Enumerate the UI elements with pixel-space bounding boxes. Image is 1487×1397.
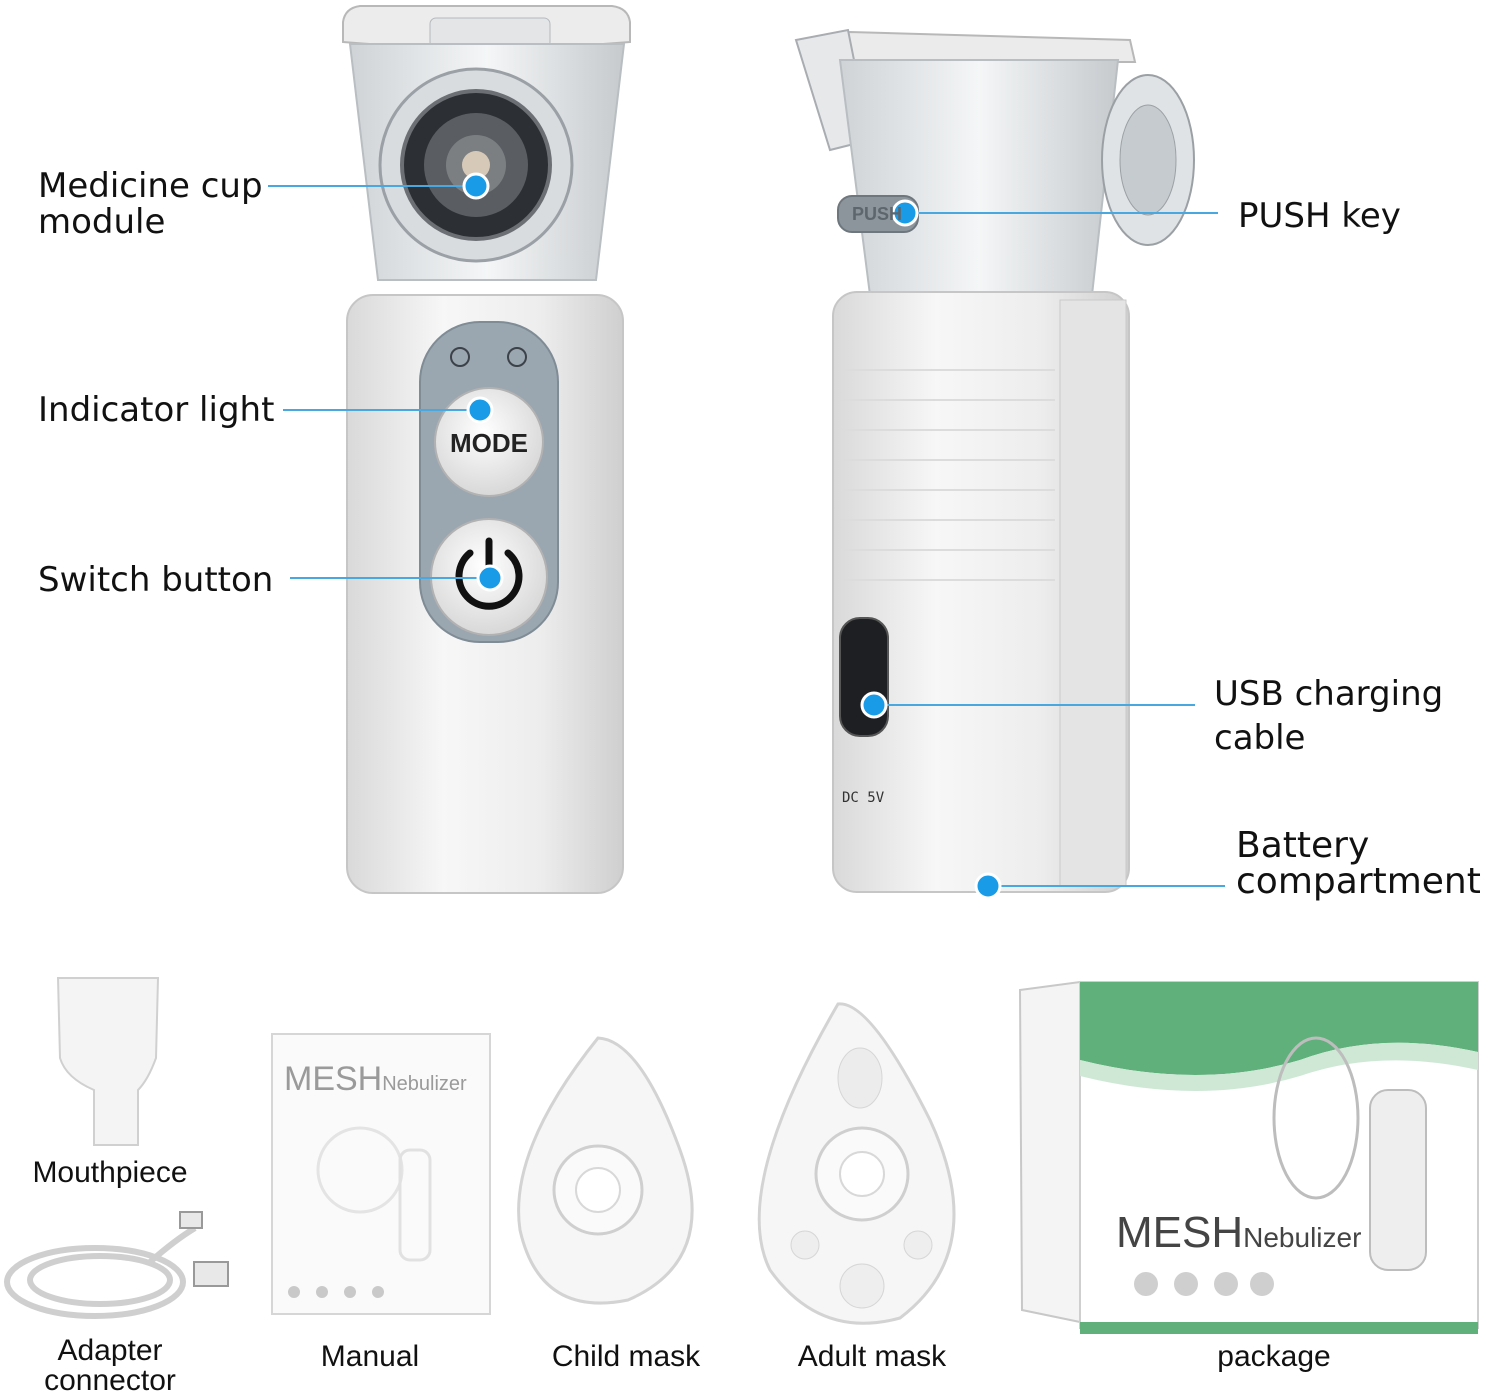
callout-dots: [462, 172, 1002, 900]
dot-push-key: [891, 199, 919, 227]
dot-battery: [974, 872, 1002, 900]
manual-illustration: [271, 1033, 491, 1315]
dot-indicator-light: [466, 396, 494, 424]
nebulizer-side-view: [794, 28, 1195, 893]
package-caption: package: [1217, 1340, 1331, 1373]
dc-voltage-label: DC 5V: [842, 790, 885, 806]
dot-medicine-cup: [462, 172, 490, 200]
dot-switch-button: [476, 564, 504, 592]
callout-lines: [268, 185, 1225, 887]
mode-button-label: MODE: [450, 428, 528, 458]
manual-caption: Manual: [320, 1340, 420, 1373]
mouthpiece-illustration: [56, 977, 160, 1146]
adult-mask-caption: Adult mask: [797, 1340, 947, 1373]
adapter-connector-illustration: [4, 1211, 229, 1319]
battery-compartment-label: Battery compartment: [1236, 825, 1481, 902]
push-key-callout-label: PUSH key: [1238, 196, 1401, 236]
dot-usb-cable: [860, 691, 888, 719]
package-box-illustration: [1018, 980, 1479, 1334]
child-mask-caption: Child mask: [551, 1340, 701, 1373]
adapter-connector-caption: Adapter connector: [44, 1334, 176, 1397]
manual-brand: MESHNebulizer: [284, 1060, 467, 1098]
usb-charging-cable-label: USB charging cable: [1214, 674, 1444, 758]
push-key-label: PUSH: [851, 204, 902, 224]
indicator-light-label: Indicator light: [38, 390, 275, 430]
package-brand: MESHNebulizer: [1116, 1208, 1362, 1257]
medicine-cup-label: Medicine cup module: [38, 166, 263, 242]
switch-button-label: Switch button: [38, 560, 274, 600]
mouthpiece-caption: Mouthpiece: [32, 1156, 188, 1189]
adult-mask-illustration: [757, 1002, 956, 1325]
child-mask-illustration: [517, 1036, 694, 1305]
nebulizer-front-view: [342, 5, 631, 894]
